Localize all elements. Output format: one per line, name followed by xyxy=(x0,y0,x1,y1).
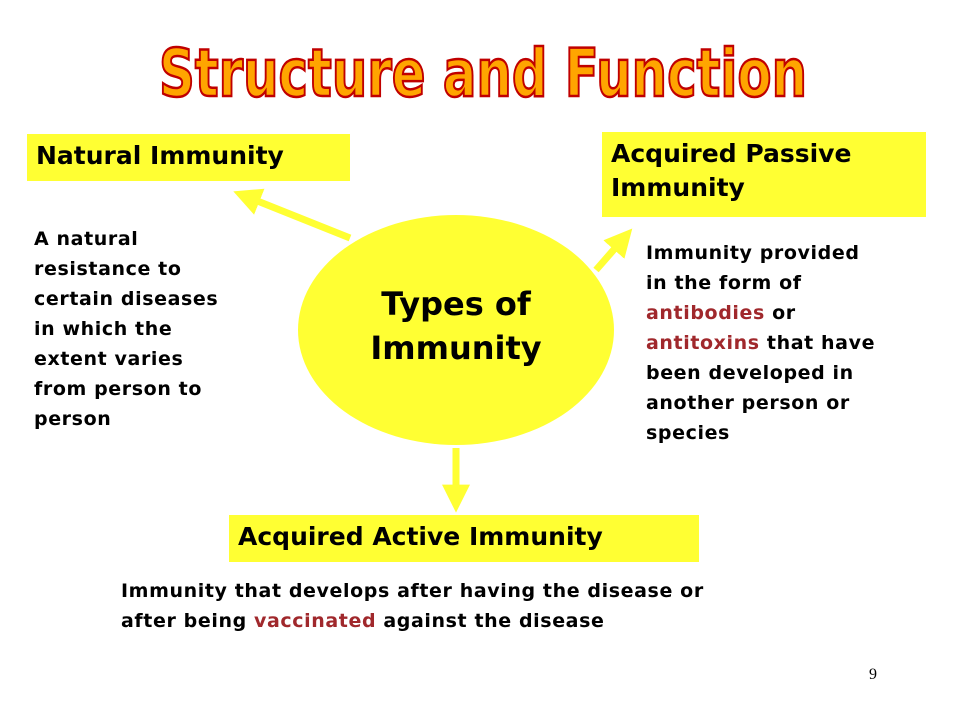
slide-title: Structure and Function xyxy=(159,35,807,112)
title-graphic: Structure and Function xyxy=(158,34,809,114)
active-desc-text: after being xyxy=(121,610,254,632)
natural-immunity-box: Natural Immunity xyxy=(27,134,350,181)
natural-desc-line: person xyxy=(34,408,112,430)
passive-immunity-label-line-2: Immunity xyxy=(611,173,745,202)
center-label-line-2: Immunity xyxy=(370,329,542,367)
passive-desc-line: antitoxins that have xyxy=(646,328,956,358)
passive-desc-text: that have xyxy=(759,332,876,354)
passive-immunity-description: Immunity provided in the form of antibod… xyxy=(646,238,956,448)
natural-desc-line: extent varies xyxy=(34,348,184,370)
natural-immunity-description: A natural resistance to certain diseases… xyxy=(34,224,294,434)
center-label: Types of Immunity xyxy=(300,282,612,370)
center-label-line-1: Types of xyxy=(381,285,531,323)
page-number: 9 xyxy=(869,666,877,683)
antibodies-highlight: antibodies xyxy=(646,302,765,324)
arrow-to-natural xyxy=(233,188,352,242)
passive-desc-text: or xyxy=(764,302,796,324)
passive-desc-line: species xyxy=(646,422,730,444)
natural-desc-line: resistance to xyxy=(34,258,182,280)
passive-desc-line: another person or xyxy=(646,392,850,414)
natural-immunity-label: Natural Immunity xyxy=(36,141,284,170)
passive-desc-line: antibodies or xyxy=(646,298,956,328)
passive-desc-line: been developed in xyxy=(646,362,854,384)
natural-desc-line: from person to xyxy=(34,378,202,400)
passive-immunity-label-line-1: Acquired Passive xyxy=(611,139,852,168)
passive-immunity-box: Acquired Passive Immunity xyxy=(602,132,926,217)
active-desc-line: Immunity that develops after having the … xyxy=(121,580,704,602)
natural-desc-line: certain diseases xyxy=(34,288,219,310)
arrow-to-passive xyxy=(593,228,633,273)
active-desc-text: against the disease xyxy=(376,610,605,632)
natural-desc-line: A natural xyxy=(34,228,139,250)
active-immunity-box: Acquired Active Immunity xyxy=(229,515,699,562)
vaccinated-highlight: vaccinated xyxy=(253,610,377,632)
active-immunity-description: Immunity that develops after having the … xyxy=(121,576,921,636)
center-ellipse xyxy=(298,215,614,445)
passive-desc-line: in the form of xyxy=(646,272,802,294)
active-immunity-label: Acquired Active Immunity xyxy=(238,522,603,551)
antitoxins-highlight: antitoxins xyxy=(646,332,760,354)
passive-desc-line: Immunity provided xyxy=(646,242,860,264)
natural-desc-line: in which the xyxy=(34,318,173,340)
active-desc-line: after being vaccinated against the disea… xyxy=(121,606,921,636)
